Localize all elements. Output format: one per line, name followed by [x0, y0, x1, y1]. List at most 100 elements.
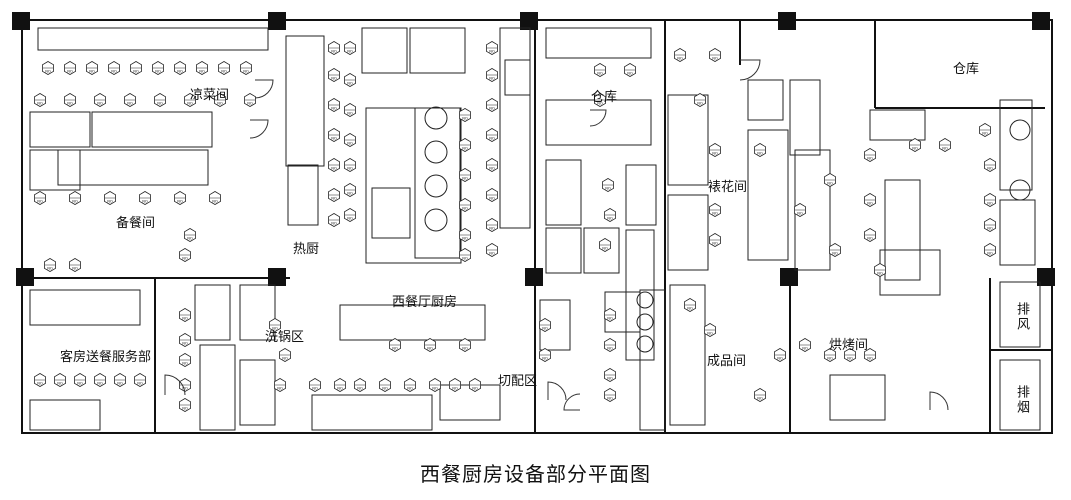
- equipment-block-18: [583, 227, 620, 274]
- equipment-tag-36: NO: [343, 183, 357, 197]
- svg-text:NO: NO: [382, 387, 388, 391]
- equipment-block-35: [199, 344, 236, 431]
- svg-text:NO: NO: [37, 382, 43, 386]
- equipment-tag-12: NO: [94, 93, 106, 107]
- equipment-block-6: [287, 164, 319, 226]
- equipment-tag-9: NO: [239, 61, 253, 75]
- equipment-tag-48: NO: [485, 158, 499, 172]
- column-2: [520, 12, 538, 30]
- svg-text:NO: NO: [489, 107, 495, 111]
- svg-text:NO: NO: [712, 57, 718, 61]
- equipment-tag-30: NO: [327, 213, 341, 227]
- svg-text:NO: NO: [347, 112, 353, 116]
- equipment-block-10: [414, 107, 461, 259]
- equipment-block-45: [29, 399, 101, 431]
- svg-text:NO: NO: [277, 387, 283, 391]
- door-swing-6: [929, 391, 949, 411]
- svg-text:NO: NO: [757, 397, 763, 401]
- equipment-tag-117: NO: [133, 373, 147, 387]
- column-6: [268, 268, 286, 286]
- svg-text:NO: NO: [331, 167, 337, 171]
- svg-text:NO: NO: [452, 387, 458, 391]
- equipment-tag-100: NO: [604, 308, 616, 322]
- equipment-block-16: [545, 159, 582, 226]
- svg-text:NO: NO: [867, 357, 873, 361]
- equipment-block-47: [999, 359, 1041, 431]
- equipment-tag-41: NO: [458, 198, 472, 212]
- room-label-hot-kitchen: 热厨: [293, 242, 320, 257]
- room-label-dishwash: 洗锅区: [265, 330, 305, 345]
- door-swing-7: [589, 109, 607, 127]
- svg-text:NO: NO: [712, 152, 718, 156]
- stove-burner-icon: [424, 208, 448, 232]
- svg-text:NO: NO: [187, 102, 193, 106]
- equipment-tag-114: NO: [74, 373, 86, 387]
- svg-text:NO: NO: [877, 272, 883, 276]
- equipment-block-8: [409, 27, 466, 74]
- svg-text:NO: NO: [462, 207, 468, 211]
- equipment-block-36: [239, 359, 276, 426]
- svg-text:NO: NO: [982, 132, 988, 136]
- svg-text:NO: NO: [67, 70, 73, 74]
- svg-text:NO: NO: [221, 70, 227, 74]
- door-swing-1: [249, 119, 269, 139]
- svg-text:NO: NO: [157, 102, 163, 106]
- svg-text:NO: NO: [217, 102, 223, 106]
- svg-text:NO: NO: [37, 102, 43, 106]
- svg-text:NO: NO: [489, 137, 495, 141]
- svg-text:NO: NO: [97, 102, 103, 106]
- equipment-tag-102: NO: [604, 368, 616, 382]
- svg-text:NO: NO: [489, 77, 495, 81]
- equipment-tag-92: NO: [428, 378, 442, 392]
- equipment-tag-10: NO: [34, 93, 46, 107]
- room-label-room-service: 客房送餐服务部: [60, 350, 152, 365]
- round-vessel-icon: [636, 291, 654, 309]
- equipment-tag-99: NO: [539, 348, 551, 362]
- floor-plan: NO NO NO NO NO NO NO NO NO NO NO NO NO NO NO NO NO NO NO NO…: [12, 12, 1055, 434]
- svg-text:NO: NO: [602, 247, 608, 251]
- equipment-tag-112: NO: [34, 373, 46, 387]
- svg-text:NO: NO: [182, 387, 188, 391]
- svg-text:NO: NO: [607, 317, 613, 321]
- equipment-tag-5: NO: [151, 61, 165, 75]
- equipment-block-9: [365, 107, 462, 264]
- equipment-tag-57: NO: [599, 238, 611, 252]
- door-swings: [164, 59, 949, 411]
- equipment-tag-11: NO: [64, 93, 76, 107]
- svg-text:NO: NO: [37, 200, 43, 204]
- svg-text:NO: NO: [177, 70, 183, 74]
- column-3: [778, 12, 796, 30]
- equipment-block-5: [285, 35, 325, 167]
- svg-text:NO: NO: [712, 212, 718, 216]
- equipment-tag-64: NO: [754, 143, 766, 157]
- stove-burner-icon: [424, 174, 448, 198]
- svg-text:NO: NO: [627, 72, 633, 76]
- equipment-tag-118: NO: [44, 258, 56, 272]
- equipment-tag-107: NO: [799, 338, 811, 352]
- equipment-tag-113: NO: [54, 373, 66, 387]
- equipment-tag-89: NO: [353, 378, 367, 392]
- svg-text:NO: NO: [72, 267, 78, 271]
- equipment-tag-81: NO: [178, 353, 192, 367]
- equipment-tag-58: NO: [674, 48, 686, 62]
- svg-text:NO: NO: [489, 197, 495, 201]
- svg-text:NO: NO: [212, 200, 218, 204]
- svg-text:NO: NO: [867, 202, 873, 206]
- svg-text:NO: NO: [987, 227, 993, 231]
- equipment-tag-105: NO: [704, 323, 716, 337]
- svg-text:NO: NO: [331, 50, 337, 54]
- equipment-tag-8: NO: [217, 61, 231, 75]
- equipment-tag-45: NO: [485, 68, 499, 82]
- equipment-block-31: [999, 99, 1033, 191]
- equipment-tag-13: NO: [124, 93, 137, 107]
- equipment-tag-119: NO: [69, 258, 81, 272]
- equipment-tag-83: NO: [178, 398, 192, 412]
- svg-text:NO: NO: [272, 327, 278, 331]
- door-swing-5: [739, 59, 761, 81]
- round-vessel-icon: [1009, 179, 1031, 201]
- svg-text:NO: NO: [347, 167, 353, 171]
- equipment-block-24: [747, 129, 789, 261]
- svg-text:NO: NO: [312, 387, 318, 391]
- equipment-tag-29: NO: [327, 188, 341, 202]
- equipment-block-15: [545, 99, 652, 146]
